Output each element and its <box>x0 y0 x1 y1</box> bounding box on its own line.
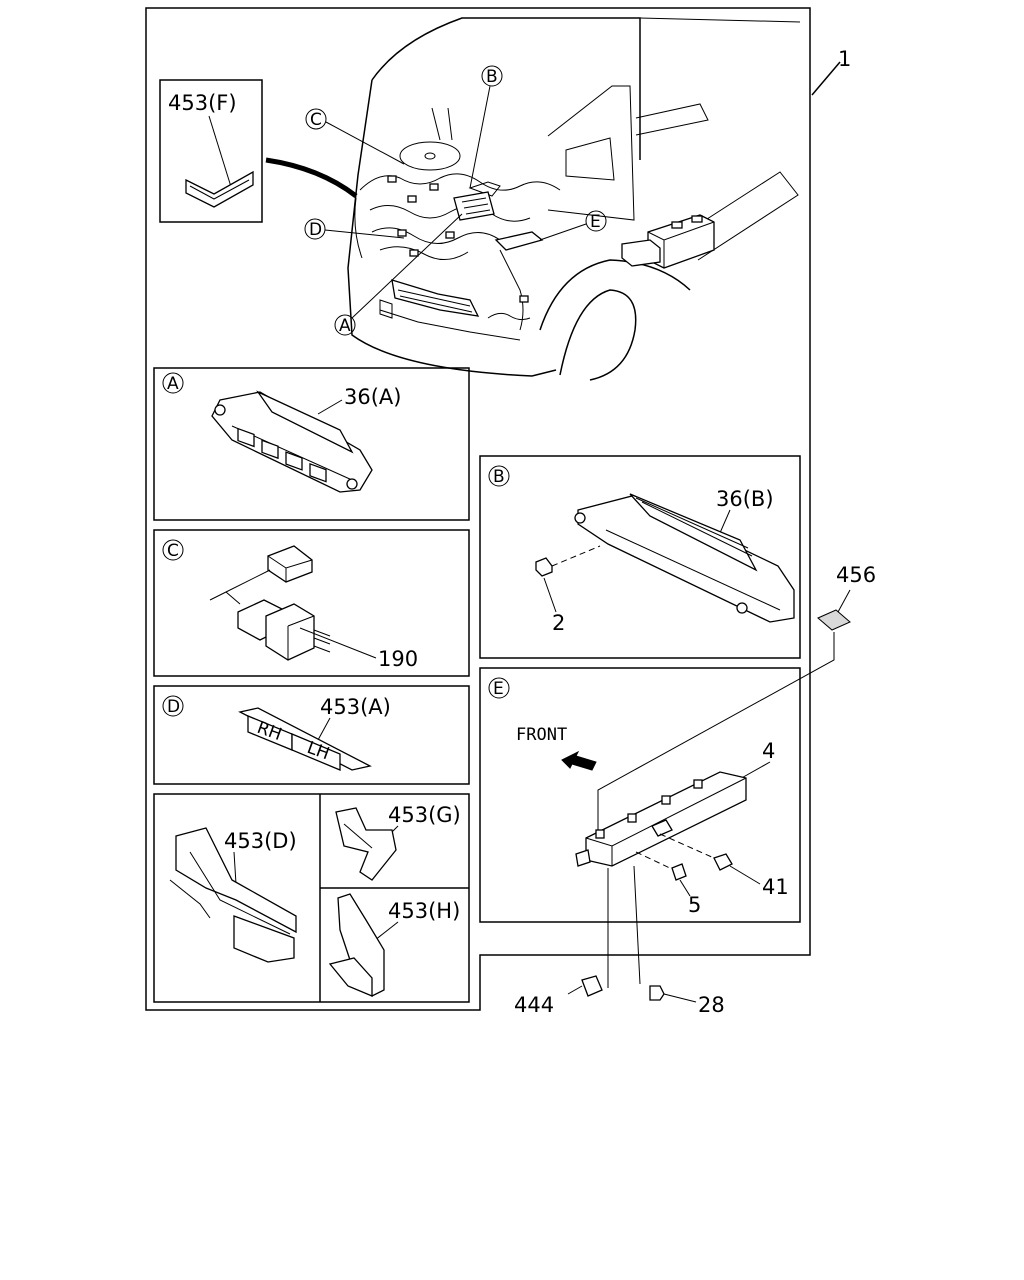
label-453h: 453(H) <box>388 899 460 923</box>
label-36b: 36(B) <box>716 487 774 511</box>
part-28: 28 <box>633 865 725 1017</box>
label-part-4: 4 <box>762 739 775 763</box>
callout-d: D <box>304 218 405 240</box>
callout-e: E <box>539 210 607 241</box>
label-444: 444 <box>514 993 554 1017</box>
svg-text:B: B <box>486 67 498 87</box>
callout-c: C <box>305 108 405 165</box>
part-444: 444 <box>514 868 609 1017</box>
panel-a-letter: A <box>167 374 179 394</box>
label-part-1: 1 <box>838 47 851 71</box>
label-453g: 453(G) <box>388 803 461 827</box>
label-front: FRONT <box>516 725 567 745</box>
label-part-41: 41 <box>762 875 789 899</box>
callout-b: B <box>469 65 503 189</box>
panel-d: D 453(A) RH LH <box>153 685 470 785</box>
label-453a: 453(A) <box>320 695 391 719</box>
main-frame <box>145 7 811 1011</box>
panel-453-dgh: 453(D) 453(G) 453(H) <box>153 793 470 1003</box>
panel-a: A 36(A) <box>153 367 470 521</box>
callout-a: A <box>334 213 463 336</box>
label-453d: 453(D) <box>224 829 297 853</box>
leader-part-1 <box>811 61 841 96</box>
front-arrow <box>561 750 597 771</box>
label-190: 190 <box>378 647 418 671</box>
curved-arrow-453f <box>265 157 358 198</box>
panel-b: B 36(B) 2 <box>479 455 801 659</box>
label-36a: 36(A) <box>344 385 401 409</box>
svg-text:C: C <box>310 110 322 130</box>
panel-d-letter: D <box>167 697 180 717</box>
panel-c-letter: C <box>167 541 179 561</box>
panel-e-letter: E <box>493 679 504 699</box>
label-28: 28 <box>698 993 725 1017</box>
label-453f: 453(F) <box>168 91 237 115</box>
inset-453f: 453(F) <box>159 79 358 223</box>
panel-b-letter: B <box>493 467 505 487</box>
svg-text:E: E <box>590 212 601 232</box>
truck-cab-illustration <box>347 17 801 381</box>
label-456: 456 <box>836 563 876 587</box>
label-part-2: 2 <box>552 611 565 635</box>
part-456: 456 <box>817 563 876 631</box>
label-part-5: 5 <box>688 893 701 917</box>
panel-e: E FRONT 4 41 5 <box>479 632 835 923</box>
svg-text:A: A <box>339 316 351 336</box>
panel-c: C 190 <box>153 529 470 677</box>
svg-text:D: D <box>309 220 322 240</box>
